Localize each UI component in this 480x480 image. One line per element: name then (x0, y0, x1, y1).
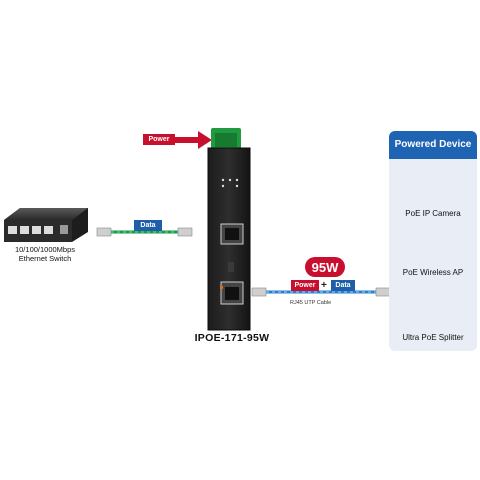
switch-label: 10/100/1000Mbps Ethernet Switch (4, 245, 86, 263)
blue-poe-cable (251, 287, 391, 297)
ethernet-switch-icon (4, 208, 88, 242)
output-power-badge: Power (291, 280, 319, 291)
green-data-cable (96, 227, 193, 237)
powered-device-panel (389, 131, 477, 351)
powered-device-title: Powered Device (389, 131, 477, 159)
switch-label-line1: 10/100/1000Mbps (14, 245, 76, 254)
device-label-ap: PoE Wireless AP (402, 268, 464, 277)
plus-sign: + (321, 280, 327, 291)
cable-label: RJ45 UTP Cable (290, 300, 332, 306)
switch-label-line2: Ethernet Switch (18, 254, 72, 263)
wattage-label: 95W (312, 260, 339, 275)
device-label-splitter: Ultra PoE Splitter (402, 333, 464, 342)
power-badge: Power (143, 134, 175, 145)
wattage-badge: 95W (305, 257, 345, 277)
output-data-badge: Data (331, 280, 355, 291)
data-badge: Data (134, 220, 162, 231)
power-arrow (174, 131, 212, 149)
device-label-camera: PoE IP Camera (405, 209, 461, 218)
injector-model-label: IPOE-171-95W (194, 332, 270, 344)
poe-injector-device (207, 128, 251, 331)
